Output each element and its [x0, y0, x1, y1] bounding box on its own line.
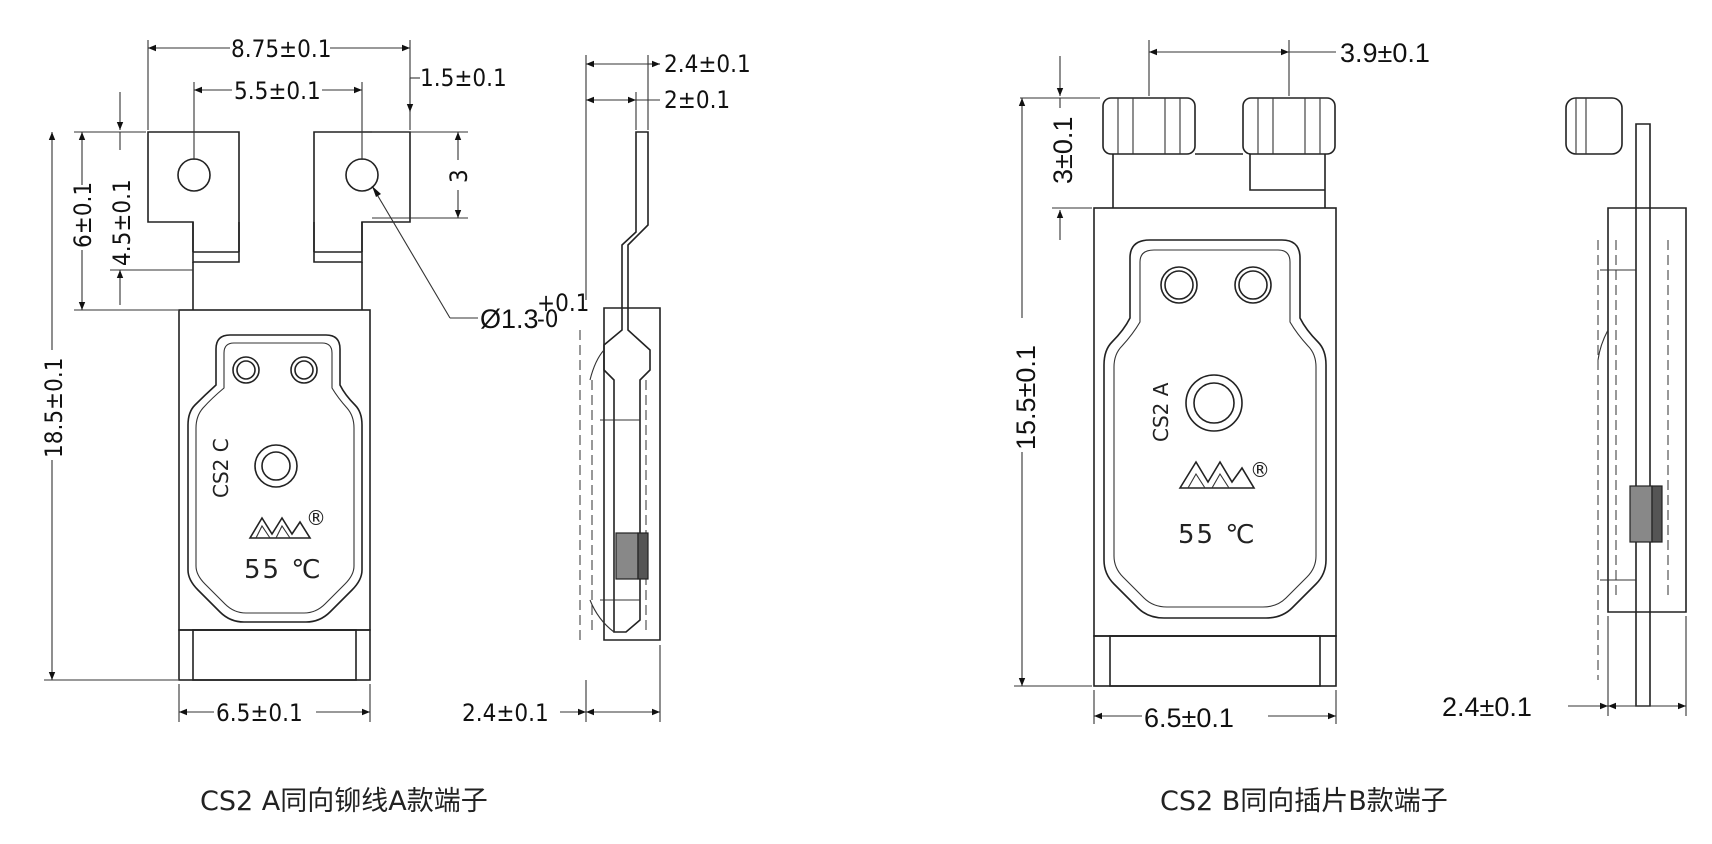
dim-tab-height-right: 3±0.1 [1048, 117, 1078, 184]
dim-body-width-left: 6.5±0.1 [216, 699, 303, 727]
right-front-dimensions: 3.9±0.1 3±0.1 15.5±0.1 6.5±0.1 [1011, 38, 1430, 733]
right-marking: CS2 A [1149, 382, 1173, 442]
dim-total-length-right: 15.5±0.1 [1011, 345, 1041, 450]
caption-right: CS2 B同向插片B款端子 [1160, 786, 1448, 817]
dim-hole-pos: 3 [445, 169, 473, 183]
dim-hole-tol-plus: +0.1 [537, 289, 589, 317]
dim-hole-dia: Ø1.3 [480, 304, 539, 334]
right-side-dimensions: 2.4±0.1 [1442, 616, 1687, 722]
dim-side-top: 2.4±0.1 [664, 50, 751, 78]
dim-tab-spacing: 3.9±0.1 [1340, 38, 1430, 68]
dim-tab-height: 6±0.1 [69, 182, 97, 248]
caption-left: CS2 A同向铆线A款端子 [200, 786, 488, 817]
left-temperature: 55 ℃ [244, 555, 323, 585]
dim-body-width-right: 6.5±0.1 [1144, 703, 1234, 733]
left-front-dimensions: 8.75±0.1 5.5±0.1 1.5±0.1 3 6±0.1 4.5±0.1 [40, 35, 589, 727]
right-registered: ® [1250, 458, 1270, 482]
left-front-view: CS2 C ® 55 ℃ [147, 131, 478, 681]
left-side-dimensions: 2.4±0.1 2±0.1 2.4±0.1 [462, 50, 751, 727]
left-registered: ® [306, 506, 326, 530]
dim-side-bottom: 2.4±0.1 [462, 699, 549, 727]
dim-side-right: 2.4±0.1 [1442, 692, 1532, 722]
dim-side-inner: 2±0.1 [664, 86, 730, 114]
left-side-view [579, 131, 661, 641]
dim-hole-height: 4.5±0.1 [108, 179, 136, 266]
right-side-view [1565, 97, 1687, 707]
right-temperature: 55 ℃ [1178, 520, 1257, 550]
right-front-view: CS2 A ® 55 ℃ [1093, 97, 1337, 687]
left-marking: CS2 C [209, 438, 233, 498]
dim-total-length-left: 18.5±0.1 [40, 358, 68, 458]
dim-tab-offset: 1.5±0.1 [420, 64, 507, 92]
dim-hole-spacing: 5.5±0.1 [234, 77, 321, 105]
dim-hole-tol-minus: -0 [537, 305, 559, 333]
dim-width-top: 8.75±0.1 [231, 35, 331, 63]
